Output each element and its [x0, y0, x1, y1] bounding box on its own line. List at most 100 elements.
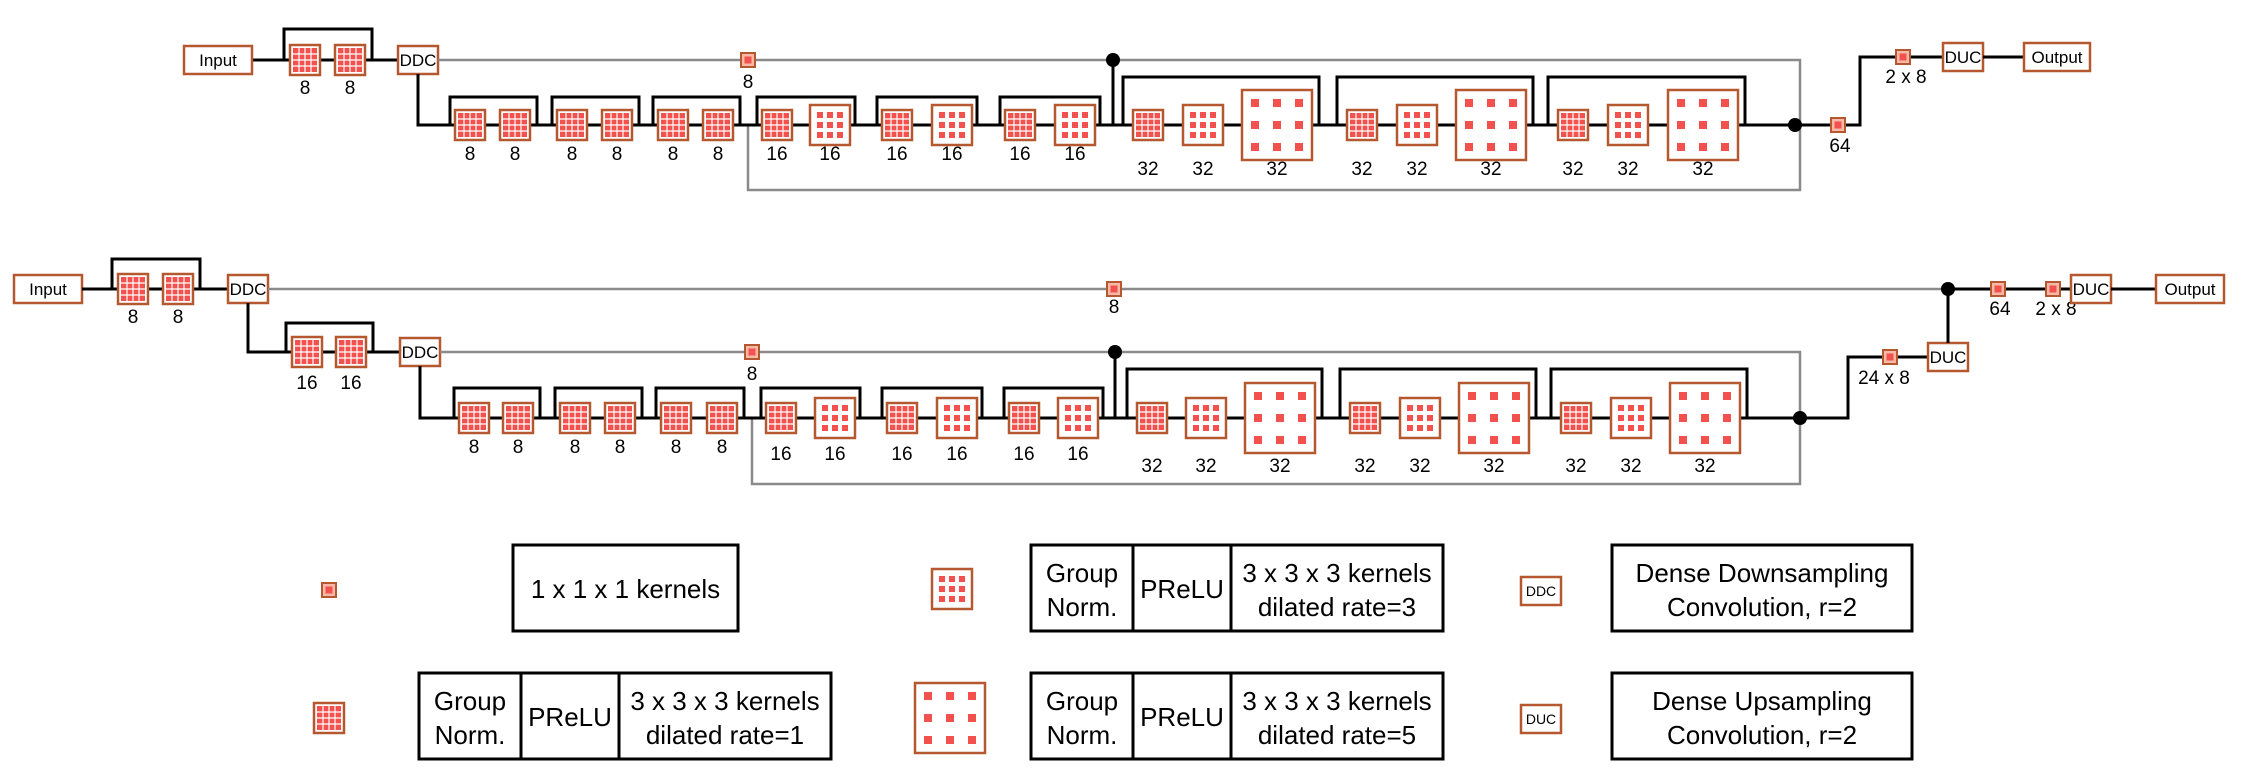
icon-dot — [1254, 392, 1262, 400]
duc-box-label: DUC — [1930, 348, 1967, 367]
kernel-3x3x3-rate3-icon — [813, 396, 857, 440]
icon-dot — [1487, 143, 1495, 151]
kernel-3x3x3-rate1-icon — [600, 108, 634, 142]
kernel-3x3x3-rate3-icon — [1053, 103, 1097, 147]
icon-dot — [1677, 99, 1685, 107]
icon-dot — [1701, 392, 1709, 400]
channel-label: 8 — [173, 307, 184, 328]
channel-label: 16 — [296, 373, 317, 394]
legend-text: Dense Downsampling — [1636, 558, 1889, 588]
icon-dot — [949, 122, 955, 128]
legend-table-frame — [1610, 543, 1914, 633]
channel-label: 32 — [1694, 456, 1715, 477]
kernel-3x3x3-rate5-icon — [1243, 381, 1317, 455]
icon-dot — [959, 596, 965, 602]
icon-dot — [1723, 436, 1731, 444]
icon-dot — [1417, 405, 1423, 411]
channel-label: 8 — [300, 78, 311, 99]
icon-dot — [817, 132, 823, 138]
icon-dot — [964, 425, 970, 431]
input-box — [182, 44, 254, 76]
kernel-3x3x3-rate1-icon — [1348, 401, 1382, 435]
kernel-3x3x3-rate3-icon — [1181, 103, 1225, 147]
channel-label: 32 — [1620, 456, 1641, 477]
icon-dot — [1468, 392, 1476, 400]
kernel-3x3x3-rate1-icon — [290, 335, 324, 369]
icon-dot — [1407, 425, 1413, 431]
icon-dot — [1615, 132, 1621, 138]
kernel-3x3x3-rate5-icon — [1454, 88, 1528, 162]
icon-dot — [939, 122, 945, 128]
icon-dot — [1417, 415, 1423, 421]
kernel-3x3x3-rate1-icon — [659, 401, 693, 435]
icon-dot — [1203, 415, 1209, 421]
icon-dot — [968, 714, 976, 722]
icon-dot — [837, 122, 843, 128]
kernel-3x3x3-rate1-icon — [1135, 401, 1169, 435]
icon-dot — [949, 132, 955, 138]
legend-text: Convolution, r=2 — [1667, 720, 1857, 750]
kernel-3x3x3-rate1-icon — [1131, 108, 1165, 142]
output-box — [2154, 273, 2226, 305]
kernel-3x3x3-rate3-icon — [808, 103, 852, 147]
icon-dot — [842, 425, 848, 431]
residual-bracket — [1002, 386, 1105, 418]
kernel-3x3x3-rate3-icon — [935, 396, 979, 440]
icon-core — [325, 586, 333, 594]
icon-dot — [959, 112, 965, 118]
kernel-1x1x1-icon — [321, 582, 337, 598]
kernel-3x3x3-rate1-icon — [501, 401, 535, 435]
channel-label: 64 — [1829, 136, 1851, 157]
kernel-3x3x3-rate1-icon — [288, 43, 322, 77]
legend-text: 1 x 1 x 1 kernels — [531, 574, 720, 604]
icon-dot — [946, 692, 954, 700]
icon-dot — [1427, 415, 1433, 421]
icon-dot — [924, 692, 932, 700]
icon-dot — [1210, 122, 1216, 128]
kernel-1x1x1-icon — [744, 344, 760, 360]
kernel-3x3x3-rate3-icon — [930, 567, 974, 611]
icon-dot — [949, 586, 955, 592]
icon-dot — [1298, 414, 1306, 422]
kernel-3x3x3-rate5-icon — [1240, 88, 1314, 162]
icon-dot — [817, 122, 823, 128]
legend-k3-rate5 — [1029, 671, 1445, 761]
icon-dot — [1210, 132, 1216, 138]
channel-label: 32 — [1480, 159, 1501, 180]
kernel-1x1x1-icon — [1882, 349, 1898, 365]
icon-core — [748, 348, 756, 356]
icon-dot — [939, 112, 945, 118]
kernel-3x3x3-rate1-icon — [1007, 401, 1041, 435]
kernel-1x1x1-icon — [1830, 117, 1846, 133]
channel-label: 8 — [671, 437, 682, 458]
channel-label: 8 — [567, 144, 578, 165]
icon-core — [2049, 285, 2057, 293]
icon-dot — [1065, 405, 1071, 411]
icon-dot — [924, 714, 932, 722]
ddc-box — [226, 273, 270, 305]
legend-text: PReLU — [528, 702, 612, 732]
icon-dot — [837, 132, 843, 138]
icon-dot — [1276, 392, 1284, 400]
duc-box-label: DUC — [2073, 280, 2110, 299]
legend-text: Norm. — [1047, 720, 1118, 750]
residual-bracket — [880, 386, 984, 418]
icon-dot — [1273, 121, 1281, 129]
icon-dot — [1276, 436, 1284, 444]
kernel-3x3x3-rate1-icon — [1003, 108, 1037, 142]
icon-dot — [1424, 132, 1430, 138]
legend-text: Group — [1046, 558, 1118, 588]
icon-dot — [959, 586, 965, 592]
residual-bracket — [755, 95, 857, 125]
icon-dot — [949, 576, 955, 582]
icon-dot — [964, 415, 970, 421]
channel-label: 8 — [668, 144, 679, 165]
ddc-box-label: DDC — [230, 280, 267, 299]
icon-dot — [1417, 425, 1423, 431]
icon-dot — [939, 586, 945, 592]
legend-k1 — [511, 543, 740, 633]
icon-dot — [1721, 143, 1729, 151]
kernel-3x3x3-rate1-icon — [457, 401, 491, 435]
residual-bracket — [1338, 367, 1538, 418]
icon-dot — [1512, 436, 1520, 444]
